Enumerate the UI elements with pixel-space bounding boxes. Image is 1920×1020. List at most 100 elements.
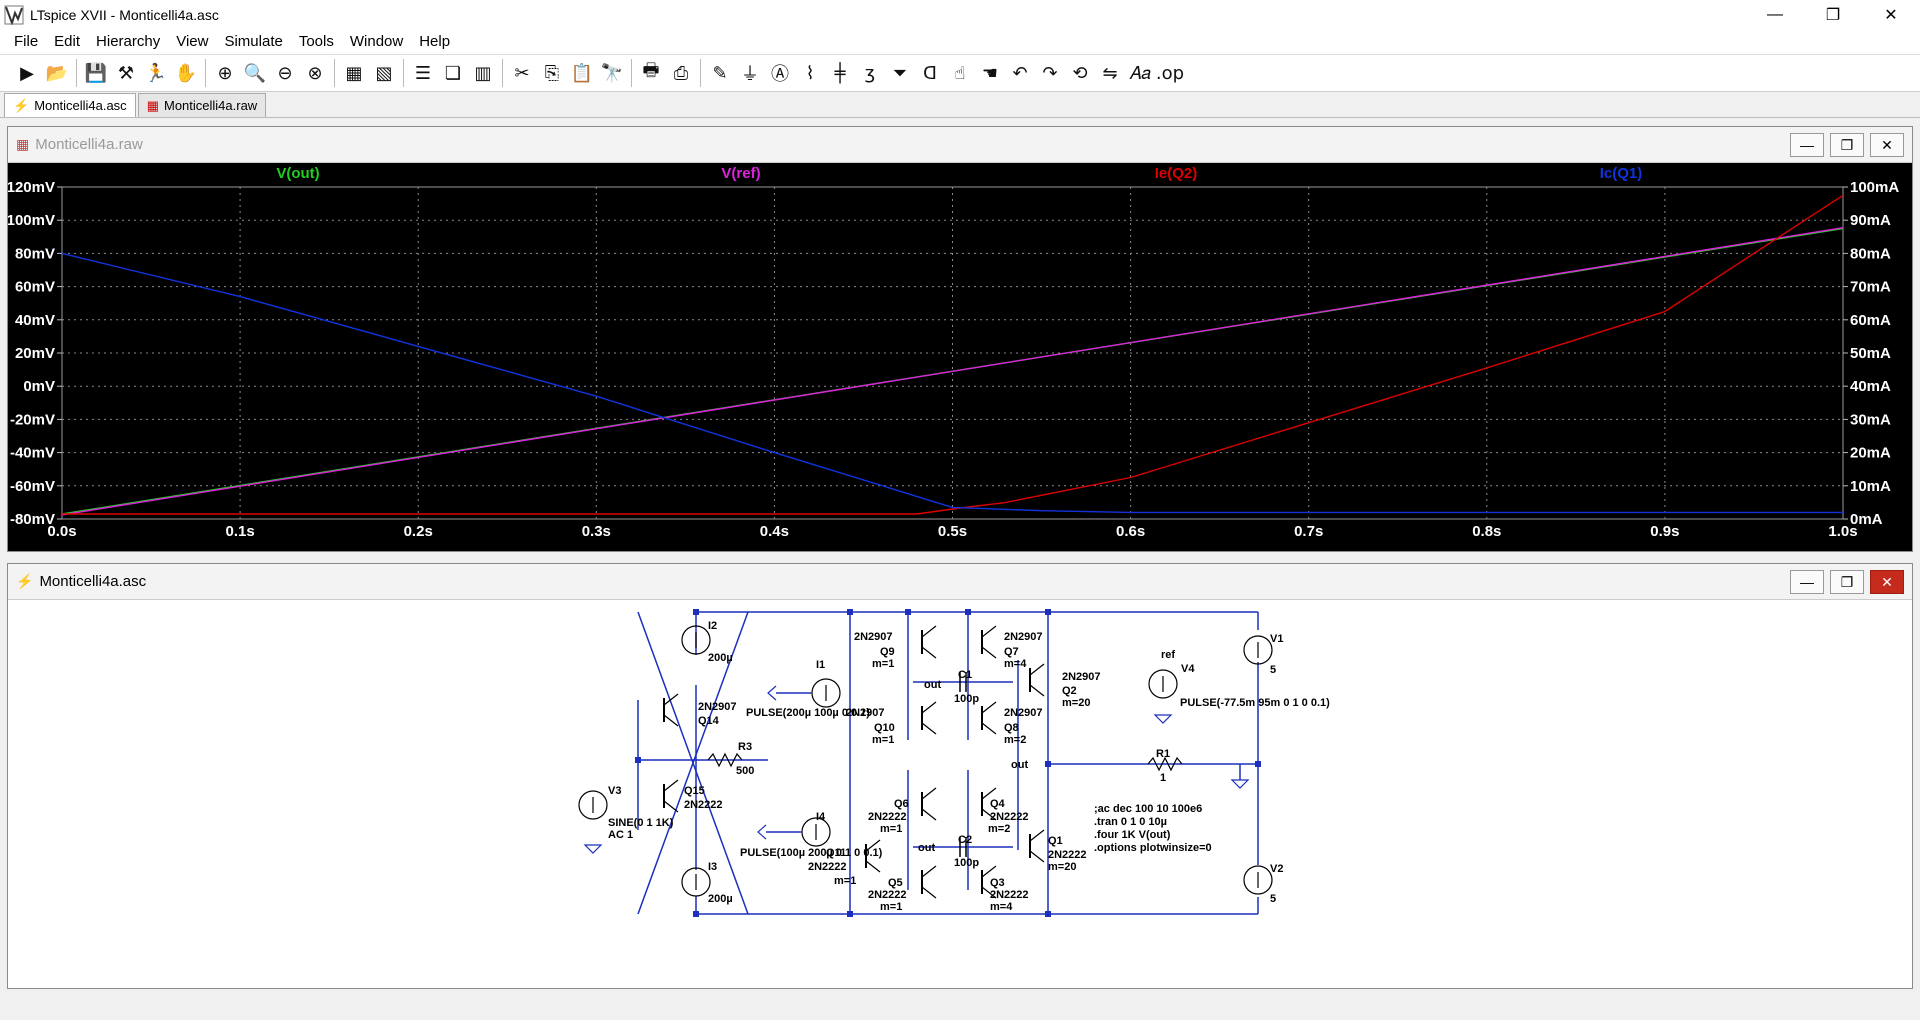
restore-button[interactable]: ❐	[1804, 0, 1862, 30]
waveform-close-button[interactable]: ✕	[1870, 133, 1904, 157]
zoom-fit-icon[interactable]: ⊗	[307, 62, 323, 84]
schematic-close-button[interactable]: ✕	[1870, 570, 1904, 594]
print-setup-icon[interactable]: 🖶	[642, 60, 660, 81]
left-tick-label: 100mV	[8, 212, 55, 229]
component-label: m=2	[1004, 734, 1026, 746]
transistor-q6-emitter	[921, 808, 937, 821]
component-label: out	[918, 842, 935, 854]
schematic-icon: ⚡	[13, 97, 30, 113]
left-tick-label: -20mV	[10, 411, 55, 428]
component-label: I1	[816, 659, 825, 671]
ground-icon[interactable]: ⏚	[741, 64, 759, 85]
pan-icon[interactable]: ✋	[174, 62, 198, 84]
control-panel-icon[interactable]: ⚒	[117, 62, 135, 84]
inductor-icon[interactable]: ʒ	[864, 62, 876, 84]
spice-directive: ;ac dec 100 10 100e6	[1094, 803, 1202, 815]
left-tick-label: -60mV	[10, 478, 55, 495]
close-button[interactable]: ✕	[1862, 0, 1920, 30]
diode-icon[interactable]: ⏷	[892, 62, 908, 84]
text-icon[interactable]: 𝐴𝑎	[1129, 62, 1151, 84]
menu-help[interactable]: Help	[419, 33, 451, 50]
menu-tools[interactable]: Tools	[298, 33, 334, 50]
toolbar: ▶ 📂 💾 ⚒ 🏃 ✋ ⊕ 🔍 ⊖ ⊗ ▦ ▧ ☰ ❏ ▥ ✂ ⎘ 📋 🔭 🖶 …	[0, 54, 1920, 92]
resistor-r1	[1147, 756, 1183, 772]
junction-dot	[635, 757, 641, 763]
spice-directive-icon[interactable]: .op	[1155, 62, 1185, 84]
autorange-icon[interactable]: ▦	[345, 62, 363, 84]
component-label: 100p	[954, 693, 979, 705]
redo-icon[interactable]: ↷	[1042, 62, 1058, 84]
cut-icon[interactable]: ✂	[514, 62, 530, 84]
menu-window[interactable]: Window	[349, 33, 404, 50]
component-label: Q15	[684, 785, 705, 797]
menu-simulate[interactable]: Simulate	[224, 33, 283, 50]
waveform-minimize-button[interactable]: —	[1790, 133, 1824, 157]
draw-wire-icon[interactable]: ✎	[712, 62, 728, 84]
menu-view[interactable]: View	[176, 33, 209, 50]
menu-edit[interactable]: Edit	[54, 33, 81, 50]
left-tick-label: -80mV	[10, 511, 55, 528]
transistor-q4-collector	[981, 787, 997, 800]
tile-horizontal-icon[interactable]: ☰	[414, 62, 432, 84]
halt-icon[interactable]: 🏃	[144, 62, 168, 84]
resistor-icon[interactable]: ⌇	[805, 62, 815, 84]
waveform-window-titlebar[interactable]: ▦ Monticelli4a.raw — ❐ ✕	[8, 127, 1912, 163]
zoom-in-icon[interactable]: ⊕	[217, 62, 233, 84]
clear-plot-icon[interactable]: ▧	[375, 62, 393, 84]
undo-icon[interactable]: ↶	[1012, 62, 1028, 84]
x-tick-label: 0.8s	[1472, 523, 1501, 540]
schematic-maximize-button[interactable]: ❐	[1830, 570, 1864, 594]
right-tick-label: 90mA	[1850, 212, 1891, 229]
tab-schematic[interactable]: ⚡ Monticelli4a.asc	[4, 93, 136, 117]
zoom-area-icon[interactable]: 🔍	[243, 62, 267, 84]
cascade-icon[interactable]: ❏	[444, 62, 462, 84]
rotate-icon[interactable]: ⟲	[1072, 62, 1088, 84]
tile-vertical-icon[interactable]: ▥	[474, 62, 492, 84]
zoom-out-icon[interactable]: ⊖	[277, 62, 293, 84]
menu-file[interactable]: File	[14, 33, 39, 50]
print-icon[interactable]: ⎙	[673, 62, 689, 84]
open-icon[interactable]: 📂	[45, 62, 69, 84]
menu-hierarchy[interactable]: Hierarchy	[96, 33, 161, 50]
transistor-q7-emitter	[981, 646, 997, 659]
transistor-q11-emitter	[865, 860, 881, 873]
left-tick-label: 60mV	[15, 279, 55, 296]
paste-icon[interactable]: 📋	[570, 62, 594, 84]
transistor-q3-emitter	[981, 886, 997, 899]
voltage-source-v4	[1148, 669, 1178, 699]
copy-icon[interactable]: ⎘	[544, 62, 560, 84]
component-label: 2N2907	[1004, 631, 1043, 643]
legend-entry: V(ref)	[721, 165, 760, 182]
tab-waveform[interactable]: ▦ Monticelli4a.raw	[137, 93, 267, 117]
toolbar-separator	[631, 59, 632, 87]
label-net-icon[interactable]: Ⓐ	[771, 64, 789, 85]
component-label: m=20	[1048, 861, 1076, 873]
junction-dot	[693, 911, 699, 917]
component-label: I4	[816, 811, 826, 823]
component-label: 200µ	[708, 893, 733, 905]
schematic-minimize-button[interactable]: —	[1790, 570, 1824, 594]
find-icon[interactable]: 🔭	[600, 62, 624, 84]
component-icon[interactable]: ᗡ	[923, 62, 937, 84]
left-tick-label: 40mV	[15, 312, 55, 329]
run-icon[interactable]: ▶	[20, 62, 34, 84]
capacitor-icon[interactable]: ╪	[834, 62, 846, 84]
component-label: PULSE(-77.5m 95m 0 1 0 0.1)	[1180, 697, 1330, 709]
schematic-window-titlebar[interactable]: ⚡ Monticelli4a.asc — ❐ ✕	[8, 564, 1912, 600]
minimize-button[interactable]: —	[1746, 0, 1804, 30]
x-tick-label: 1.0s	[1828, 523, 1857, 540]
x-tick-label: 0.3s	[582, 523, 611, 540]
transistor-q1-emitter	[1029, 850, 1045, 863]
waveform-maximize-button[interactable]: ❐	[1830, 133, 1864, 157]
mirror-icon[interactable]: ⇋	[1102, 62, 1118, 84]
drag-icon[interactable]: ☚	[981, 62, 999, 84]
save-icon[interactable]: 💾	[84, 62, 108, 84]
wire	[637, 611, 749, 915]
transistor-q11-collector	[865, 839, 881, 852]
move-icon[interactable]: ☝	[954, 62, 966, 84]
